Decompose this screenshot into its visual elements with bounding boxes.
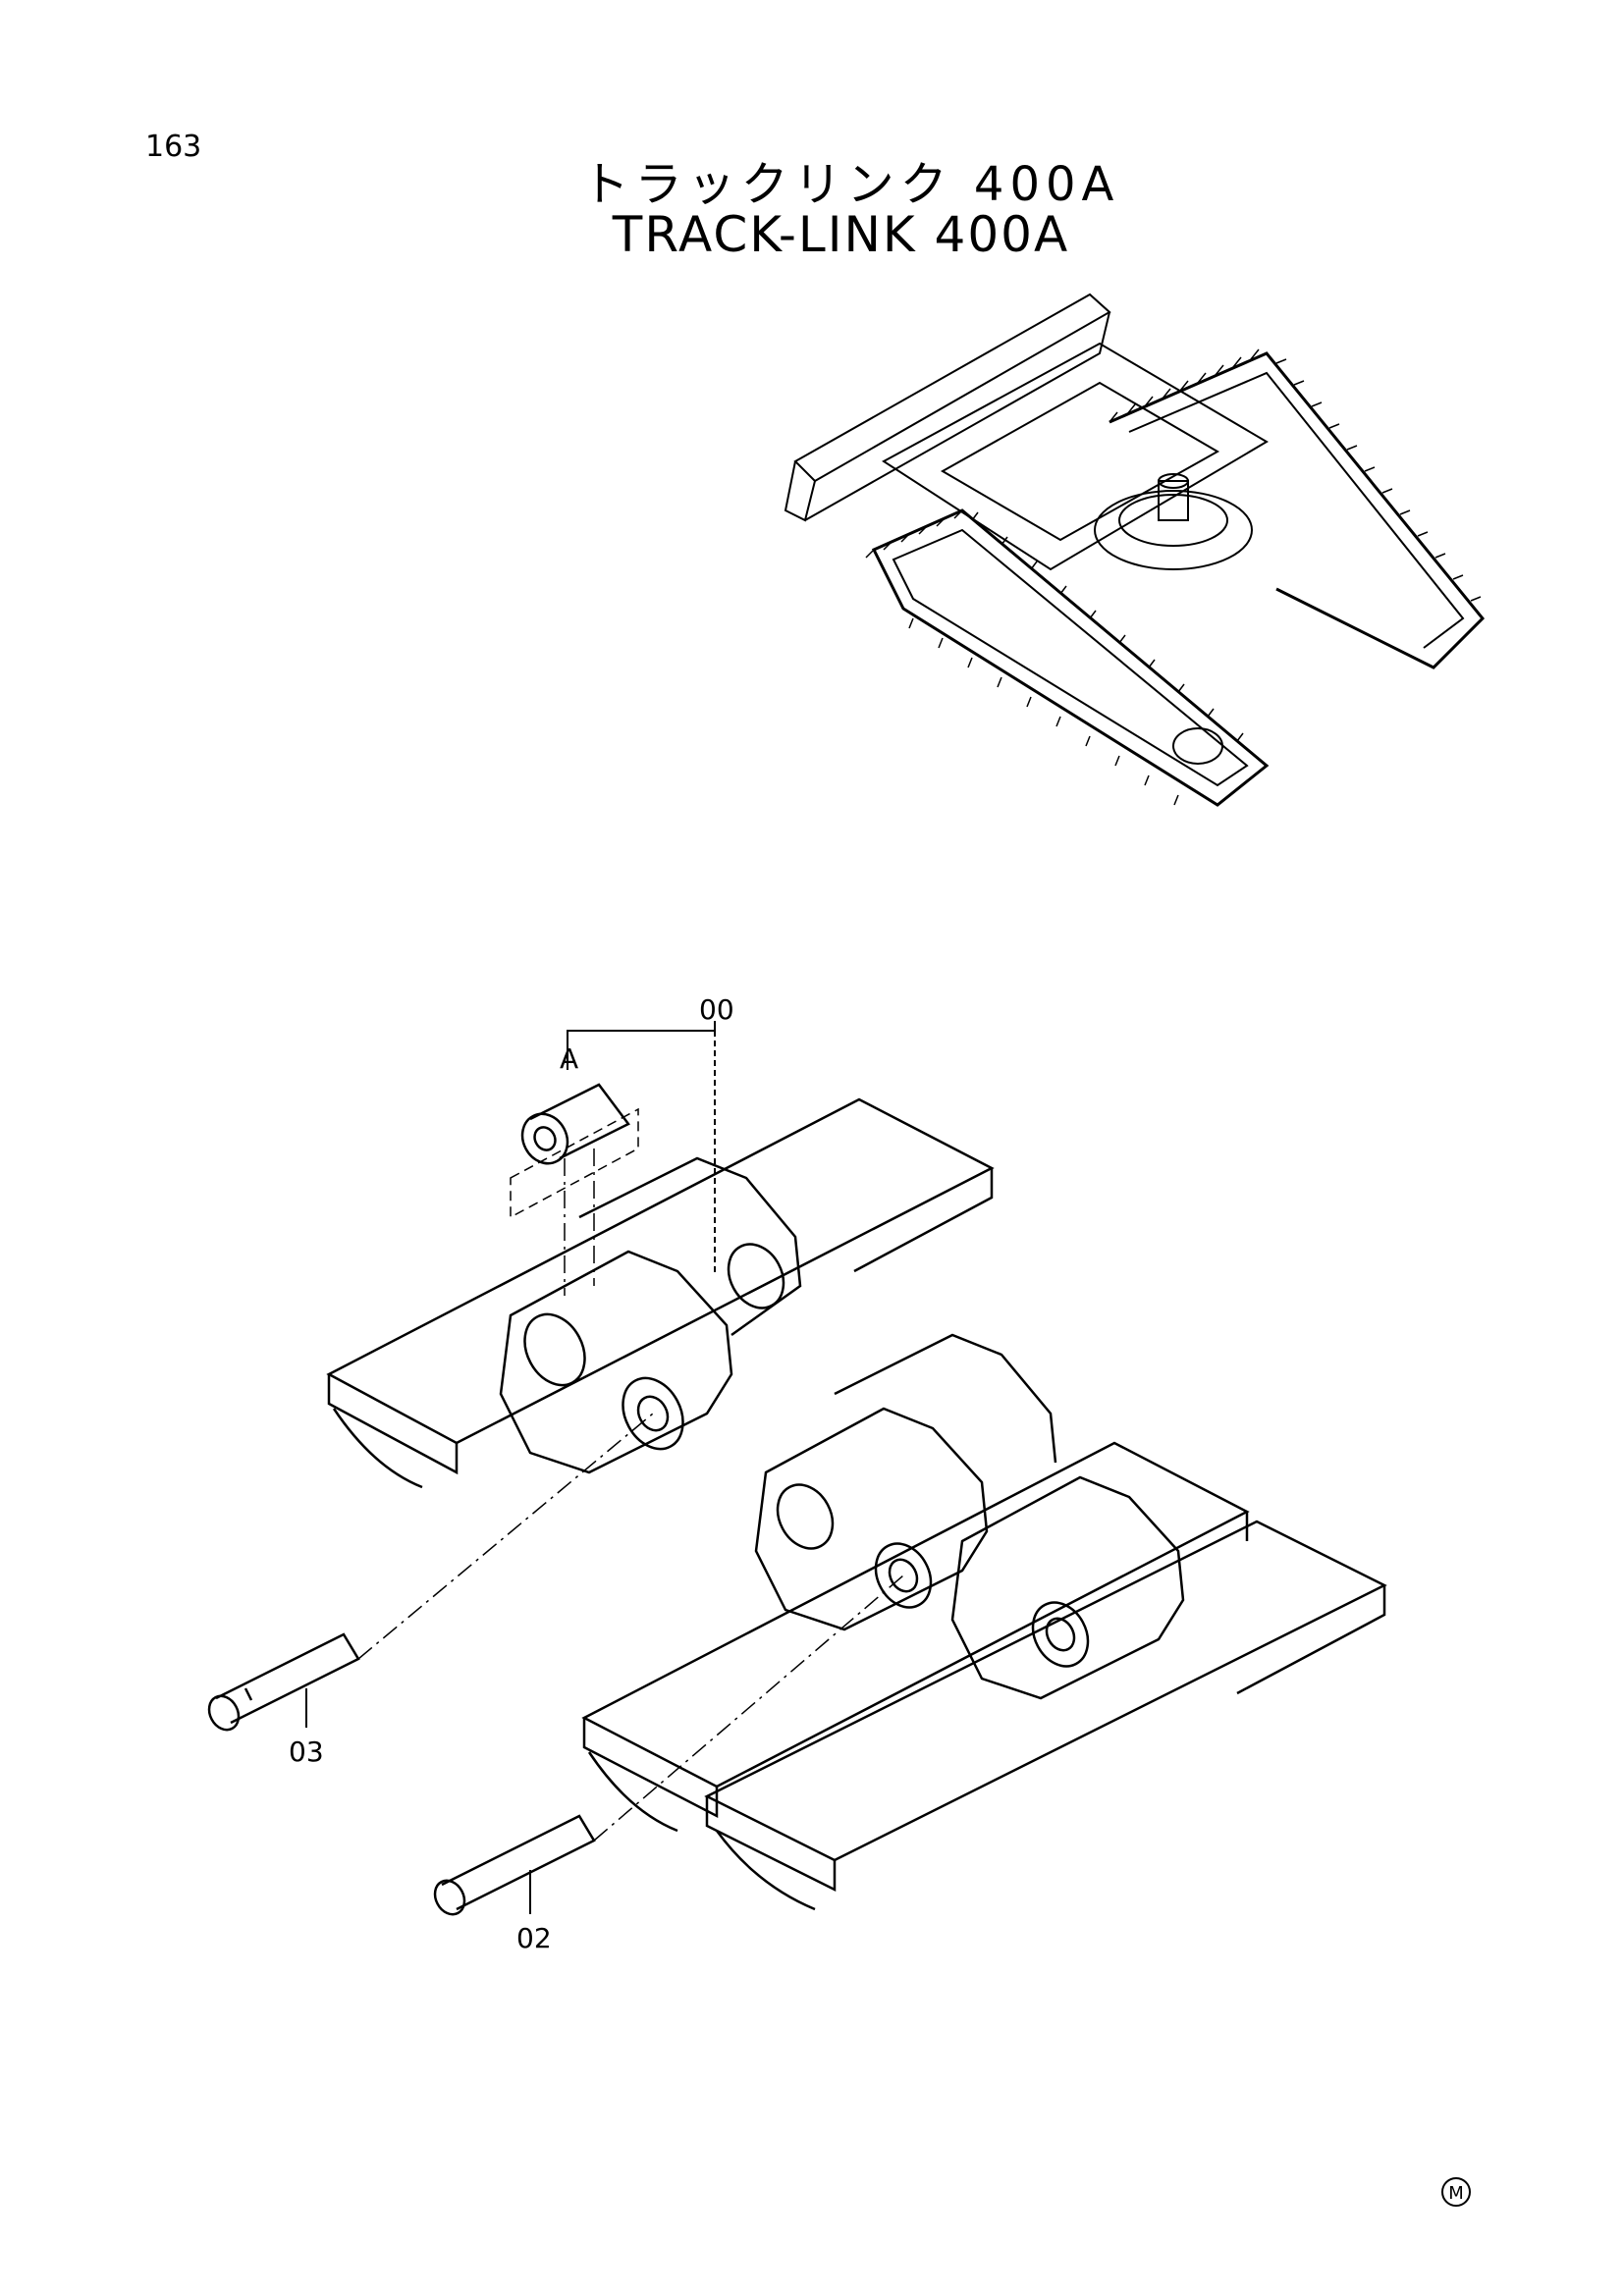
callout-pin-03: 03	[289, 1735, 324, 1768]
callout-sub-a: A	[560, 1042, 579, 1075]
track-link	[756, 1409, 987, 1629]
callout-assembly-00: 00	[699, 993, 734, 1026]
track-shoe-plate	[584, 1443, 1247, 1787]
track-pin-02	[442, 1816, 594, 1909]
page-title-english: TRACK-LINK 400A	[612, 206, 1070, 263]
bushing	[530, 1085, 628, 1158]
page-title-japanese: トラックリンク 400A	[581, 157, 1120, 212]
callout-pin-02: 02	[516, 1922, 552, 1954]
track-shoe-plate	[707, 1522, 1384, 1860]
maker-mark-icon: M	[1441, 2177, 1471, 2207]
track-pin-03	[216, 1634, 358, 1723]
page-number: 163	[145, 130, 202, 164]
track-shoe-plate	[329, 1099, 992, 1443]
track-link	[501, 1252, 731, 1472]
